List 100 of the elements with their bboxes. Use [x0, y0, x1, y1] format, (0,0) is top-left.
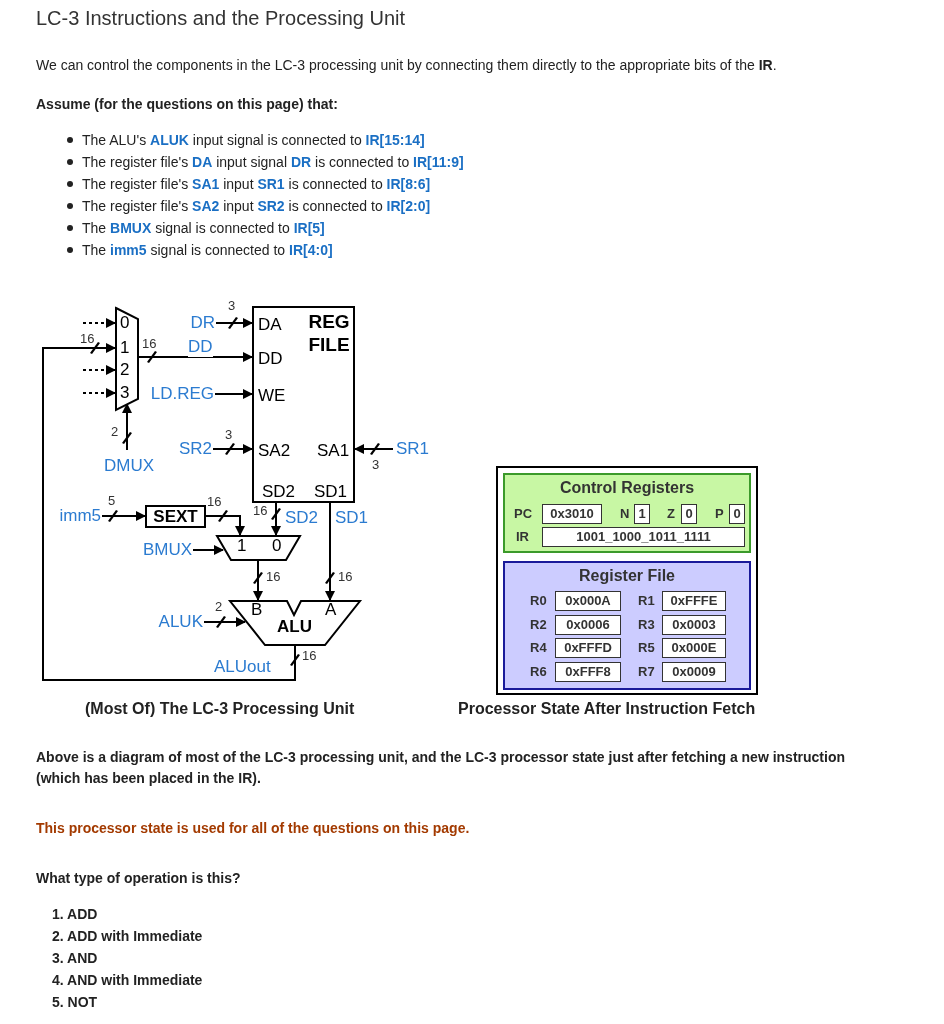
connector-arrow: [325, 502, 335, 601]
register-name: N: [620, 506, 630, 522]
register-value: 0: [729, 504, 745, 524]
register-name: IR: [516, 529, 529, 545]
register-name: R0: [530, 593, 547, 609]
note-text: This processor state is used for all of the questions on this page.: [36, 819, 471, 838]
register-name: R1: [638, 593, 655, 609]
bus-width: 2: [215, 599, 223, 614]
dotted-arrow: [82, 365, 116, 375]
register-name: Z: [667, 506, 675, 522]
panel-title: Control Registers: [558, 478, 696, 498]
register-name: R7: [638, 664, 655, 680]
bus-width: 3: [372, 457, 380, 472]
page-title: LC-3 Instructions and the Processing Unit: [36, 6, 406, 31]
port-label: DA: [258, 315, 282, 335]
port-label: B: [251, 600, 263, 620]
register-value: 0xFFFE: [662, 591, 726, 611]
control-registers-panel: [503, 473, 751, 553]
answer-option: 3. AND: [52, 948, 352, 969]
connector-arrow: [354, 444, 394, 454]
signal-name: SR2: [177, 439, 212, 459]
register-value: 0xFFFD: [555, 638, 621, 658]
bus-width: 16: [302, 648, 317, 663]
intro-paragraph: We can control the components in the LC-3 processing unit by connecting them directly to the appropriate bits of the IR.: [36, 56, 778, 75]
register-value: 0x0009: [662, 662, 726, 682]
edge-label: DD: [188, 337, 213, 357]
answer-option: 1. ADD: [52, 904, 352, 925]
bus-width: 2: [111, 424, 119, 439]
bus-width: 16: [207, 494, 222, 509]
connector-arrow: [203, 617, 246, 627]
bullet-item: The register file's SA1 input SR1 is connected to IR[8:6]: [82, 175, 432, 194]
port-label: SA1: [317, 441, 350, 461]
input-number: 1: [120, 338, 130, 358]
dotted-arrow: [82, 318, 116, 328]
signal-name: SR1: [394, 439, 429, 459]
port-label: DD: [258, 349, 283, 369]
input-number: 2: [120, 360, 130, 380]
register-value: 0x3010: [542, 504, 602, 524]
bullet-item: The BMUX signal is connected to IR[5]: [82, 219, 326, 238]
block-title: ALU: [277, 617, 312, 637]
register-value: 0: [681, 504, 697, 524]
answer-option: 2. ADD with Immediate: [52, 926, 352, 947]
bus-width: 16: [80, 331, 95, 346]
panel-frame: [496, 466, 758, 695]
signal-name: DMUX: [102, 456, 154, 476]
bus-width: 16: [338, 569, 353, 584]
register-name: PC: [514, 506, 533, 522]
register-value: 0x000E: [662, 638, 726, 658]
register-value: 0x000A: [555, 591, 621, 611]
connector-arrow: [42, 343, 296, 681]
port-label: A: [325, 600, 337, 620]
alu-block: [229, 600, 361, 646]
input-number: 3: [120, 383, 130, 403]
signal-name: LD.REG: [148, 384, 214, 404]
bus-width: 5: [108, 493, 116, 508]
connector-arrow: [205, 515, 245, 536]
signal-name: ALUK: [157, 612, 203, 632]
bus-width: 3: [228, 298, 236, 313]
bus-width: 16: [253, 503, 268, 518]
signal-name: DR: [188, 313, 215, 333]
connector-arrow: [253, 560, 263, 601]
connector-arrow: [271, 502, 281, 536]
block-title: REG FILE: [307, 310, 351, 356]
connector-arrow: [215, 318, 253, 328]
signal-name: BMUX: [141, 540, 192, 560]
register-name: R5: [638, 640, 655, 656]
dotted-arrow: [82, 388, 116, 398]
register-value: 1001_1000_1011_1111: [542, 527, 745, 547]
register-value: 1: [634, 504, 650, 524]
signal-name: imm5: [57, 506, 101, 526]
bullet-item: The ALU's ALUK input signal is connected to IR[15:14]: [82, 131, 426, 150]
register-name: R4: [530, 640, 547, 656]
input-number: 0: [120, 313, 130, 333]
register-name: R2: [530, 617, 547, 633]
bullet-item: The imm5 signal is connected to IR[4:0]: [82, 241, 334, 260]
figure-caption: (Most Of) The LC-3 Processing Unit: [85, 699, 356, 719]
port-label: SD2: [262, 482, 296, 502]
connector-arrow: [192, 545, 224, 555]
question-text: What type of operation is this?: [36, 869, 242, 888]
input-number: 0: [272, 536, 282, 556]
multiplexer: [216, 535, 301, 561]
port-label: SA2: [258, 441, 291, 461]
register-name: P: [715, 506, 724, 522]
bus-width: 3: [225, 427, 233, 442]
register-file-block: [252, 306, 355, 503]
bus-width: 16: [142, 336, 157, 351]
panel-title: Register File: [578, 566, 676, 586]
connector-arrow: [214, 389, 253, 399]
port-label: WE: [258, 386, 286, 406]
connector-arrow: [212, 444, 253, 454]
connector-arrow: [122, 403, 132, 451]
bullet-item: The register file's SA2 input SR2 is connected to IR[2:0]: [82, 197, 432, 216]
answer-option: 4. AND with Immediate: [52, 970, 352, 991]
multiplexer: [115, 307, 139, 411]
connector-arrow: [101, 511, 146, 521]
bullet-item: The register file's DA input signal DR is connected to IR[11:9]: [82, 153, 465, 172]
input-number: 1: [237, 536, 247, 556]
figure-caption: Processor State After Instruction Fetch: [458, 699, 757, 719]
assumption-heading: Assume (for the questions on this page) that:: [36, 95, 339, 114]
register-file-panel: [503, 561, 751, 690]
